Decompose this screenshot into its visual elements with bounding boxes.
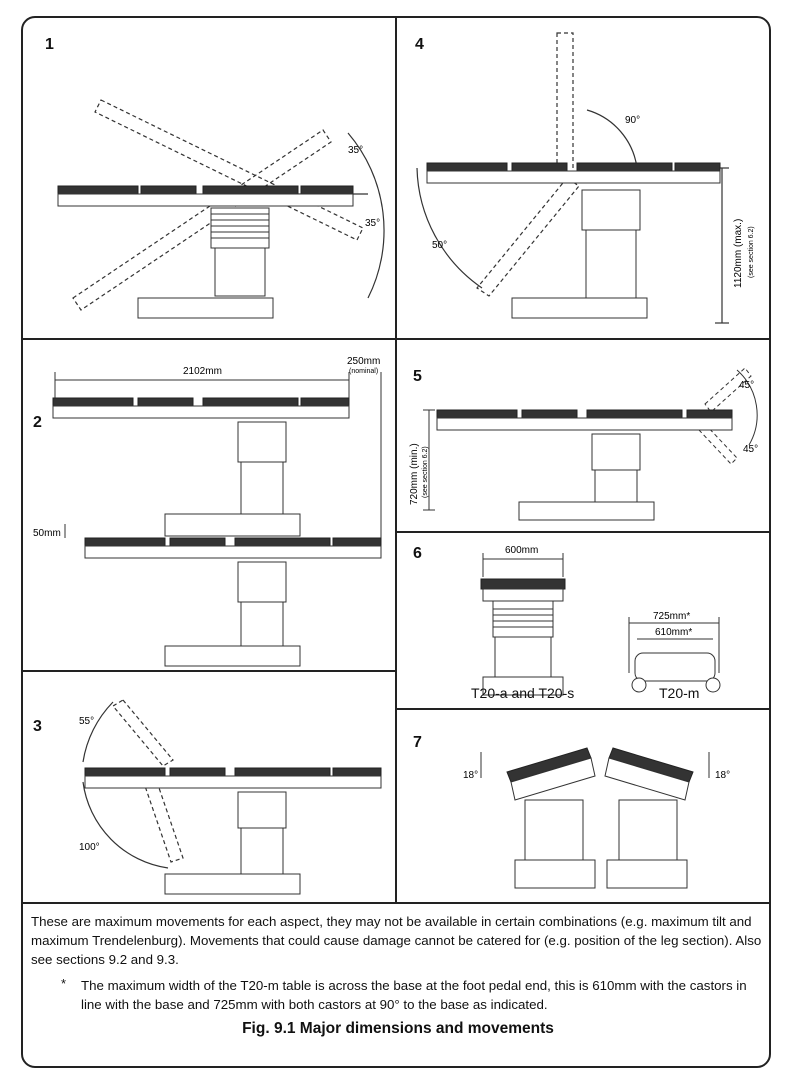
label-t20-m: T20-m [659, 685, 700, 701]
divider-row1 [23, 338, 769, 340]
divider-vertical [395, 18, 397, 904]
angle-label-left: 18° [463, 770, 478, 781]
tilted-table-up [72, 99, 364, 311]
angle-label-right: 18° [715, 770, 730, 781]
angle-label-down: 100° [79, 842, 100, 853]
panel-number: 2 [33, 414, 42, 431]
panel-number: 3 [33, 718, 42, 735]
panel-1-drawing: 35° 35° [57, 99, 385, 319]
extension-label: 250mm [347, 356, 380, 367]
figure-title: Fig. 9.1 Major dimensions and movements [242, 1020, 554, 1037]
divider-left-2 [23, 670, 395, 672]
height-note: (see section 6.2) [422, 446, 429, 498]
height-label: 720mm (min.) [409, 443, 420, 505]
panel-number: 1 [45, 36, 54, 53]
panel-6-drawing: 600mm 725mm* 610mm* [480, 545, 721, 696]
angle-label-down: 45° [743, 444, 758, 455]
panel-4: 4 [397, 18, 769, 338]
panel-7-drawing: 18° 18° [463, 747, 730, 889]
panel-3: 3 55° 100° [23, 672, 395, 902]
extension-note: (nominal) [349, 368, 378, 375]
angle-label-down: 50° [432, 240, 447, 251]
width-label-a: 600mm [505, 545, 538, 556]
panel-5-drawing: 720mm (min.) (see section 6.2) 45° 45° [409, 367, 758, 521]
arc-angle [347, 132, 385, 299]
divider-right-3 [395, 708, 769, 710]
figure-frame: 1 [21, 16, 771, 1068]
panel-number: 5 [413, 368, 422, 385]
angle-label-up: 45° [739, 380, 754, 391]
angle-label-up: 35° [348, 145, 363, 156]
footnote-text: The maximum width of the T20-m table is … [81, 978, 747, 1012]
width-label-m1: 725mm* [653, 611, 690, 622]
lift-label: 50mm [33, 528, 61, 539]
angle-label-up: 90° [625, 115, 640, 126]
panel-2: 2 [23, 340, 395, 670]
table-top [57, 185, 354, 195]
panel-number: 7 [413, 734, 422, 751]
caption-text: These are maximum movements for each asp… [31, 914, 762, 967]
panel-5: 5 720mm [397, 340, 769, 531]
panel-6: 6 [397, 533, 769, 708]
length-label: 2102mm [183, 366, 222, 377]
angle-label-down: 35° [365, 218, 380, 229]
panel-number: 4 [415, 36, 424, 53]
height-label: 1120mm (max.) [733, 219, 744, 288]
panel-3-drawing: 55° 100° [79, 699, 382, 895]
panel-7: 7 18° 18° [397, 710, 769, 902]
divider-row-right-2 [395, 531, 769, 533]
panel-1: 1 [23, 18, 395, 338]
panel-number: 6 [413, 545, 422, 562]
width-label-m2: 610mm* [655, 627, 692, 638]
angle-label-up: 55° [79, 716, 94, 727]
panel-4-drawing: 90° 50° 1120mm (max.) (see section 6.2) [416, 32, 755, 324]
panel-2-drawing: 2102mm 250mm (nominal) 50mm [33, 356, 382, 667]
note-marker: * [61, 976, 67, 991]
height-note: (see section 6.2) [748, 226, 755, 278]
label-t20-a: T20-a and T20-s [471, 685, 575, 701]
divider-bottom [23, 902, 769, 904]
